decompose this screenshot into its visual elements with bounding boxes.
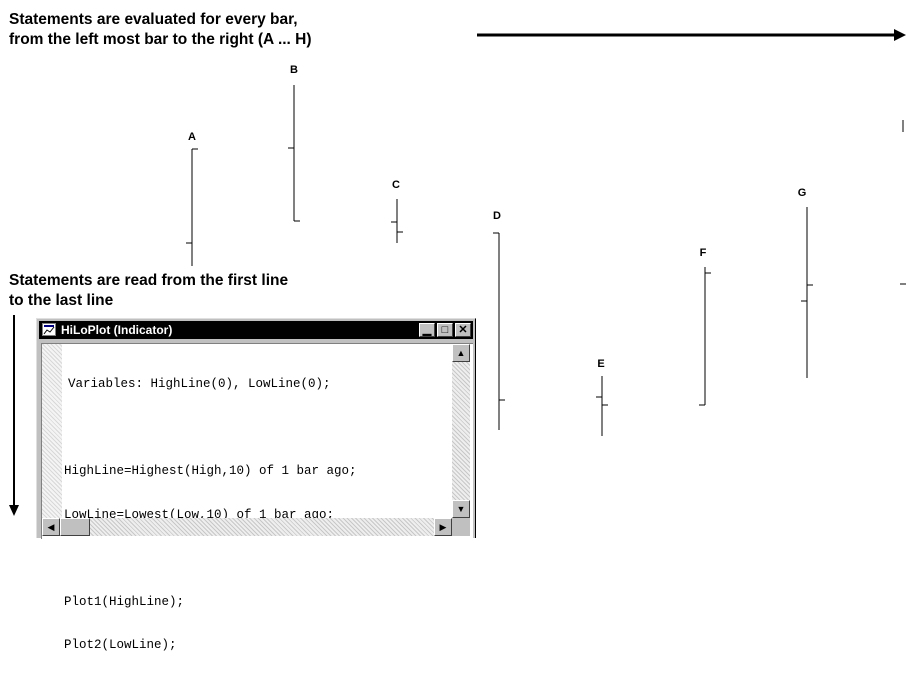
scroll-left-button[interactable]: ◀ — [42, 518, 60, 536]
bar-c: C — [391, 179, 403, 243]
code-area[interactable]: Variables: HighLine(0), LowLine(0); ​ Hi… — [64, 348, 357, 682]
bar-label: D — [493, 210, 501, 222]
evaluation-direction-arrow — [477, 29, 906, 41]
horizontal-scroll-thumb[interactable] — [60, 518, 90, 536]
evaluation-heading-line1: Statements are evaluated for every bar, — [9, 11, 298, 28]
evaluation-heading-line2: from the left most bar to the right (A .… — [9, 31, 312, 48]
maximize-icon: □ — [441, 324, 449, 336]
bar-g: G — [798, 187, 813, 378]
reading-direction-arrow — [9, 315, 19, 516]
editor-gutter — [42, 344, 62, 518]
bar-label: F — [700, 247, 707, 259]
vertical-scrollbar[interactable]: ▲ ▼ — [452, 344, 470, 518]
code-line: ​ — [64, 421, 357, 436]
horizontal-scrollbar[interactable]: ◀ ▶ — [42, 518, 452, 536]
scroll-up-button[interactable]: ▲ — [452, 344, 470, 362]
bar-b: B — [288, 64, 300, 222]
reading-heading-line1: Statements are read from the first line — [9, 272, 289, 289]
reading-heading-line2: to the last line — [9, 292, 114, 309]
code-line: HighLine=Highest(High,10) of 1 bar ago; — [64, 464, 357, 478]
minimize-icon: ▁ — [422, 324, 432, 336]
bar-label: E — [597, 358, 604, 370]
code-line: Plot2(LowLine); — [64, 638, 177, 652]
window-title: HiLoPlot (Indicator) — [61, 323, 173, 337]
code-line: Variables: HighLine(0), LowLine(0); — [68, 377, 331, 391]
indicator-window[interactable]: HiLoPlot (Indicator) ▁ □ ✕ Variables: Hi… — [36, 318, 476, 652]
bar-diagram: A B C D E F G — [9, 29, 906, 516]
partial-bar — [900, 120, 906, 285]
scroll-up-icon: ▲ — [456, 348, 466, 358]
bar-e: E — [596, 358, 608, 436]
bar-label: B — [290, 64, 298, 76]
minimize-button[interactable]: ▁ — [419, 323, 435, 337]
scroll-right-button[interactable]: ▶ — [434, 518, 452, 536]
maximize-button[interactable]: □ — [437, 323, 453, 337]
app-icon — [42, 323, 56, 336]
close-icon: ✕ — [458, 324, 468, 336]
window-titlebar[interactable]: HiLoPlot (Indicator) ▁ □ ✕ — [39, 321, 473, 339]
scroll-left-icon: ◀ — [47, 522, 55, 532]
bar-f: F — [699, 247, 711, 406]
scroll-down-button[interactable]: ▼ — [452, 500, 470, 518]
code-line: ​ — [64, 551, 357, 566]
bar-a: A — [186, 131, 198, 266]
bar-label: C — [392, 179, 400, 191]
code-line: Plot1(HighLine); — [64, 594, 185, 609]
bar-label: A — [188, 131, 196, 143]
code-editor[interactable]: Variables: HighLine(0), LowLine(0); ​ Hi… — [41, 343, 473, 652]
scroll-down-icon: ▼ — [456, 504, 466, 514]
scroll-right-icon: ▶ — [439, 522, 447, 532]
resize-grip[interactable] — [452, 518, 470, 536]
bar-label: G — [798, 187, 807, 199]
bar-d: D — [493, 210, 505, 430]
close-button[interactable]: ✕ — [455, 323, 471, 337]
